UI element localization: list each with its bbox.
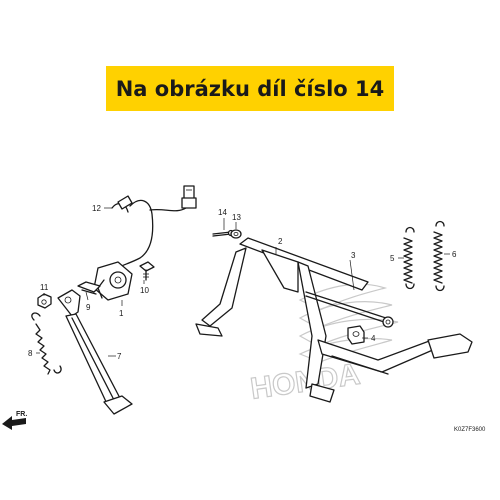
label-part-10: 10 <box>140 286 149 295</box>
part-5-spring[interactable] <box>403 226 415 290</box>
label-part-5: 5 <box>390 254 395 263</box>
part-7-side-stand[interactable] <box>57 289 133 415</box>
label-part-9: 9 <box>86 303 91 312</box>
part-13-washer[interactable] <box>230 229 242 239</box>
front-marker-text: FR. <box>16 411 27 418</box>
callout-leaders <box>36 207 450 357</box>
part-number-banner: Na obrázku díl číslo 14 <box>106 66 394 111</box>
part-3-pivot-shaft[interactable] <box>305 291 394 328</box>
diagram-code: K0Z7F3600 <box>454 427 486 433</box>
front-direction-marker: FR. <box>2 411 27 430</box>
part-6-spring[interactable] <box>433 220 445 292</box>
part-1-stand-switch[interactable] <box>93 261 133 301</box>
part-4-bushing[interactable] <box>347 325 365 345</box>
label-part-1: 1 <box>119 309 124 318</box>
label-part-7: 7 <box>117 352 122 361</box>
watermark-brand-text: HONDA <box>249 358 363 406</box>
label-part-13: 13 <box>232 213 241 222</box>
front-arrow-icon <box>2 416 26 430</box>
label-part-11: 11 <box>40 283 49 292</box>
part-number-labels: 1 2 3 4 5 6 7 8 9 10 11 12 13 14 <box>28 204 457 361</box>
part-9-bolt[interactable] <box>77 281 101 295</box>
part-10-bolt[interactable] <box>139 261 155 281</box>
label-part-12: 12 <box>92 204 101 213</box>
part-11-nut[interactable] <box>37 293 52 309</box>
part-2-main-stand[interactable] <box>195 237 473 403</box>
part-8-side-stand-spring[interactable] <box>31 312 62 375</box>
label-part-8: 8 <box>28 349 33 358</box>
label-part-2: 2 <box>278 237 283 246</box>
label-part-14: 14 <box>218 208 227 217</box>
label-part-3: 3 <box>351 251 356 260</box>
label-part-4: 4 <box>371 334 376 343</box>
banner-text: Na obrázku díl číslo 14 <box>115 76 385 101</box>
label-part-6: 6 <box>452 250 457 259</box>
